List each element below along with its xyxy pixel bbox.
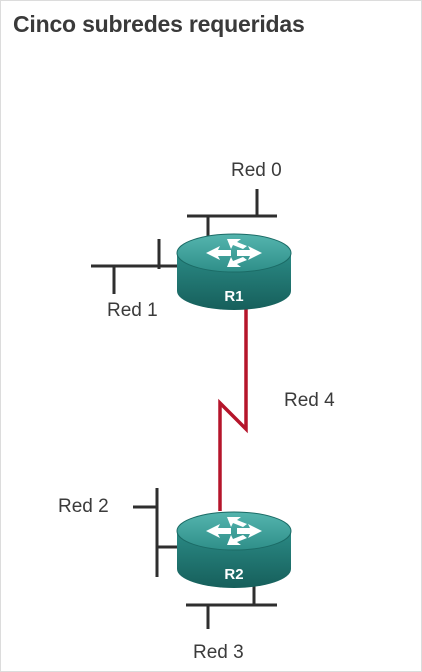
red0-segment [187,189,277,237]
router-icon [176,233,292,310]
red1-label: Red 1 [107,300,158,321]
red4-serial-link [218,306,248,511]
router-r2[interactable]: R2 [176,511,292,588]
page-title: Cinco subredes requeridas [13,11,305,37]
red0-label: Red 0 [231,160,282,181]
red1-segment [91,239,183,294]
red2-label: Red 2 [58,496,109,517]
router-r1[interactable]: R1 [176,233,292,310]
red2-segment [133,488,183,577]
red3-segment [186,585,277,629]
router-icon [176,511,292,588]
router-r2-label: R2 [224,566,243,583]
red4-label: Red 4 [284,390,335,411]
router-r1-label: R1 [224,288,243,305]
red3-label: Red 3 [193,642,244,663]
